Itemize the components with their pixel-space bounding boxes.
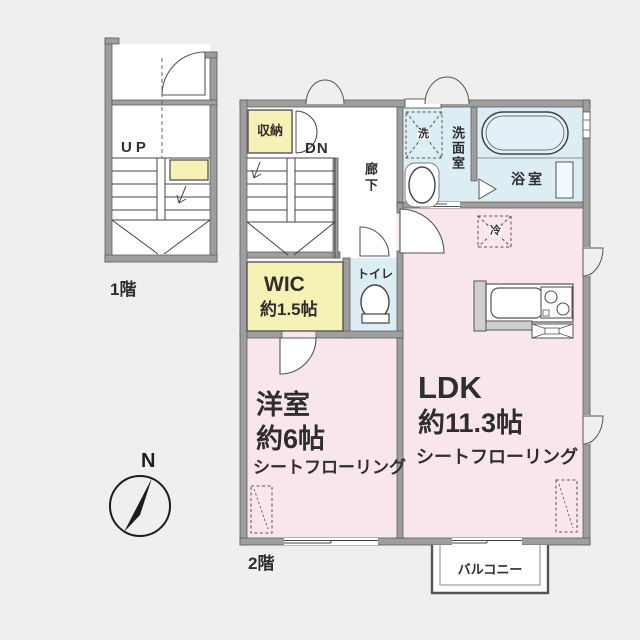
entrance-door-arc — [161, 51, 206, 158]
window-right-upper — [582, 247, 604, 277]
stairs-2f-icon — [246, 157, 336, 258]
stairs-dn-label: DN — [305, 140, 329, 157]
wic-label: WIC — [264, 273, 305, 296]
window-top-right — [424, 76, 470, 105]
window-top-left — [305, 79, 345, 105]
stairs-1f-icon — [111, 157, 211, 255]
kitchen-counter-icon — [473, 280, 574, 339]
ldk-flooring-label: シートフローリング — [416, 447, 578, 467]
first-floor-plan — [104, 37, 218, 263]
sink-icon — [490, 287, 544, 319]
corridor-label: 廊下 — [363, 162, 378, 194]
window-right-lower — [582, 415, 604, 445]
toilet-label: トイレ — [356, 267, 393, 281]
floor1-label: 1階 — [110, 280, 137, 299]
stove-icon — [540, 286, 573, 319]
storage-closet-box — [247, 109, 293, 154]
washer-label: 洗 — [417, 128, 430, 140]
ldk-size-label: 約11.3帖 — [418, 408, 524, 438]
balcony-outline — [430, 545, 550, 595]
bathroom-window — [582, 111, 591, 139]
toilet-icon — [360, 284, 390, 324]
wic-box — [246, 261, 344, 332]
storage-door-arcs — [295, 110, 318, 154]
window-bottom-western-room — [284, 538, 378, 545]
counter-hatch-icon — [531, 323, 574, 339]
fridge-label: 冷 — [489, 225, 502, 237]
bath-counter-icon — [555, 161, 574, 199]
washbasin-icon — [404, 162, 440, 208]
ldk-door-arc — [399, 208, 445, 254]
shoe-cabinet-icon — [169, 159, 209, 181]
ldk-area — [397, 208, 583, 538]
balcony-door — [452, 538, 522, 545]
bathtub-icon — [477, 111, 583, 159]
bathroom-label: 浴室 — [511, 171, 545, 187]
western-room-door-arc — [279, 337, 317, 375]
ac-unit-marker-ldk — [555, 479, 578, 533]
wic-size-label: 約1.5帖 — [260, 300, 318, 319]
western-room-label: 洋室 — [256, 390, 310, 420]
second-floor-plan — [239, 76, 604, 595]
western-room-flooring-label: シートフローリング — [253, 458, 406, 477]
floor2-label: 2階 — [248, 554, 275, 573]
ac-unit-marker-western-room — [250, 485, 273, 534]
toilet-door-arc — [359, 226, 390, 257]
western-room-size-label: 約6帖 — [256, 424, 326, 454]
room-label-storage: 収納 — [256, 123, 283, 138]
ldk-label: LDK — [418, 370, 482, 405]
up-label: UP — [121, 139, 150, 156]
compass-n-label: N — [141, 450, 156, 472]
compass-icon — [109, 475, 171, 537]
washroom-label: 洗面室 — [450, 126, 465, 171]
bathroom-door-icon — [478, 178, 497, 200]
balcony-label: バルコニー — [457, 562, 523, 577]
